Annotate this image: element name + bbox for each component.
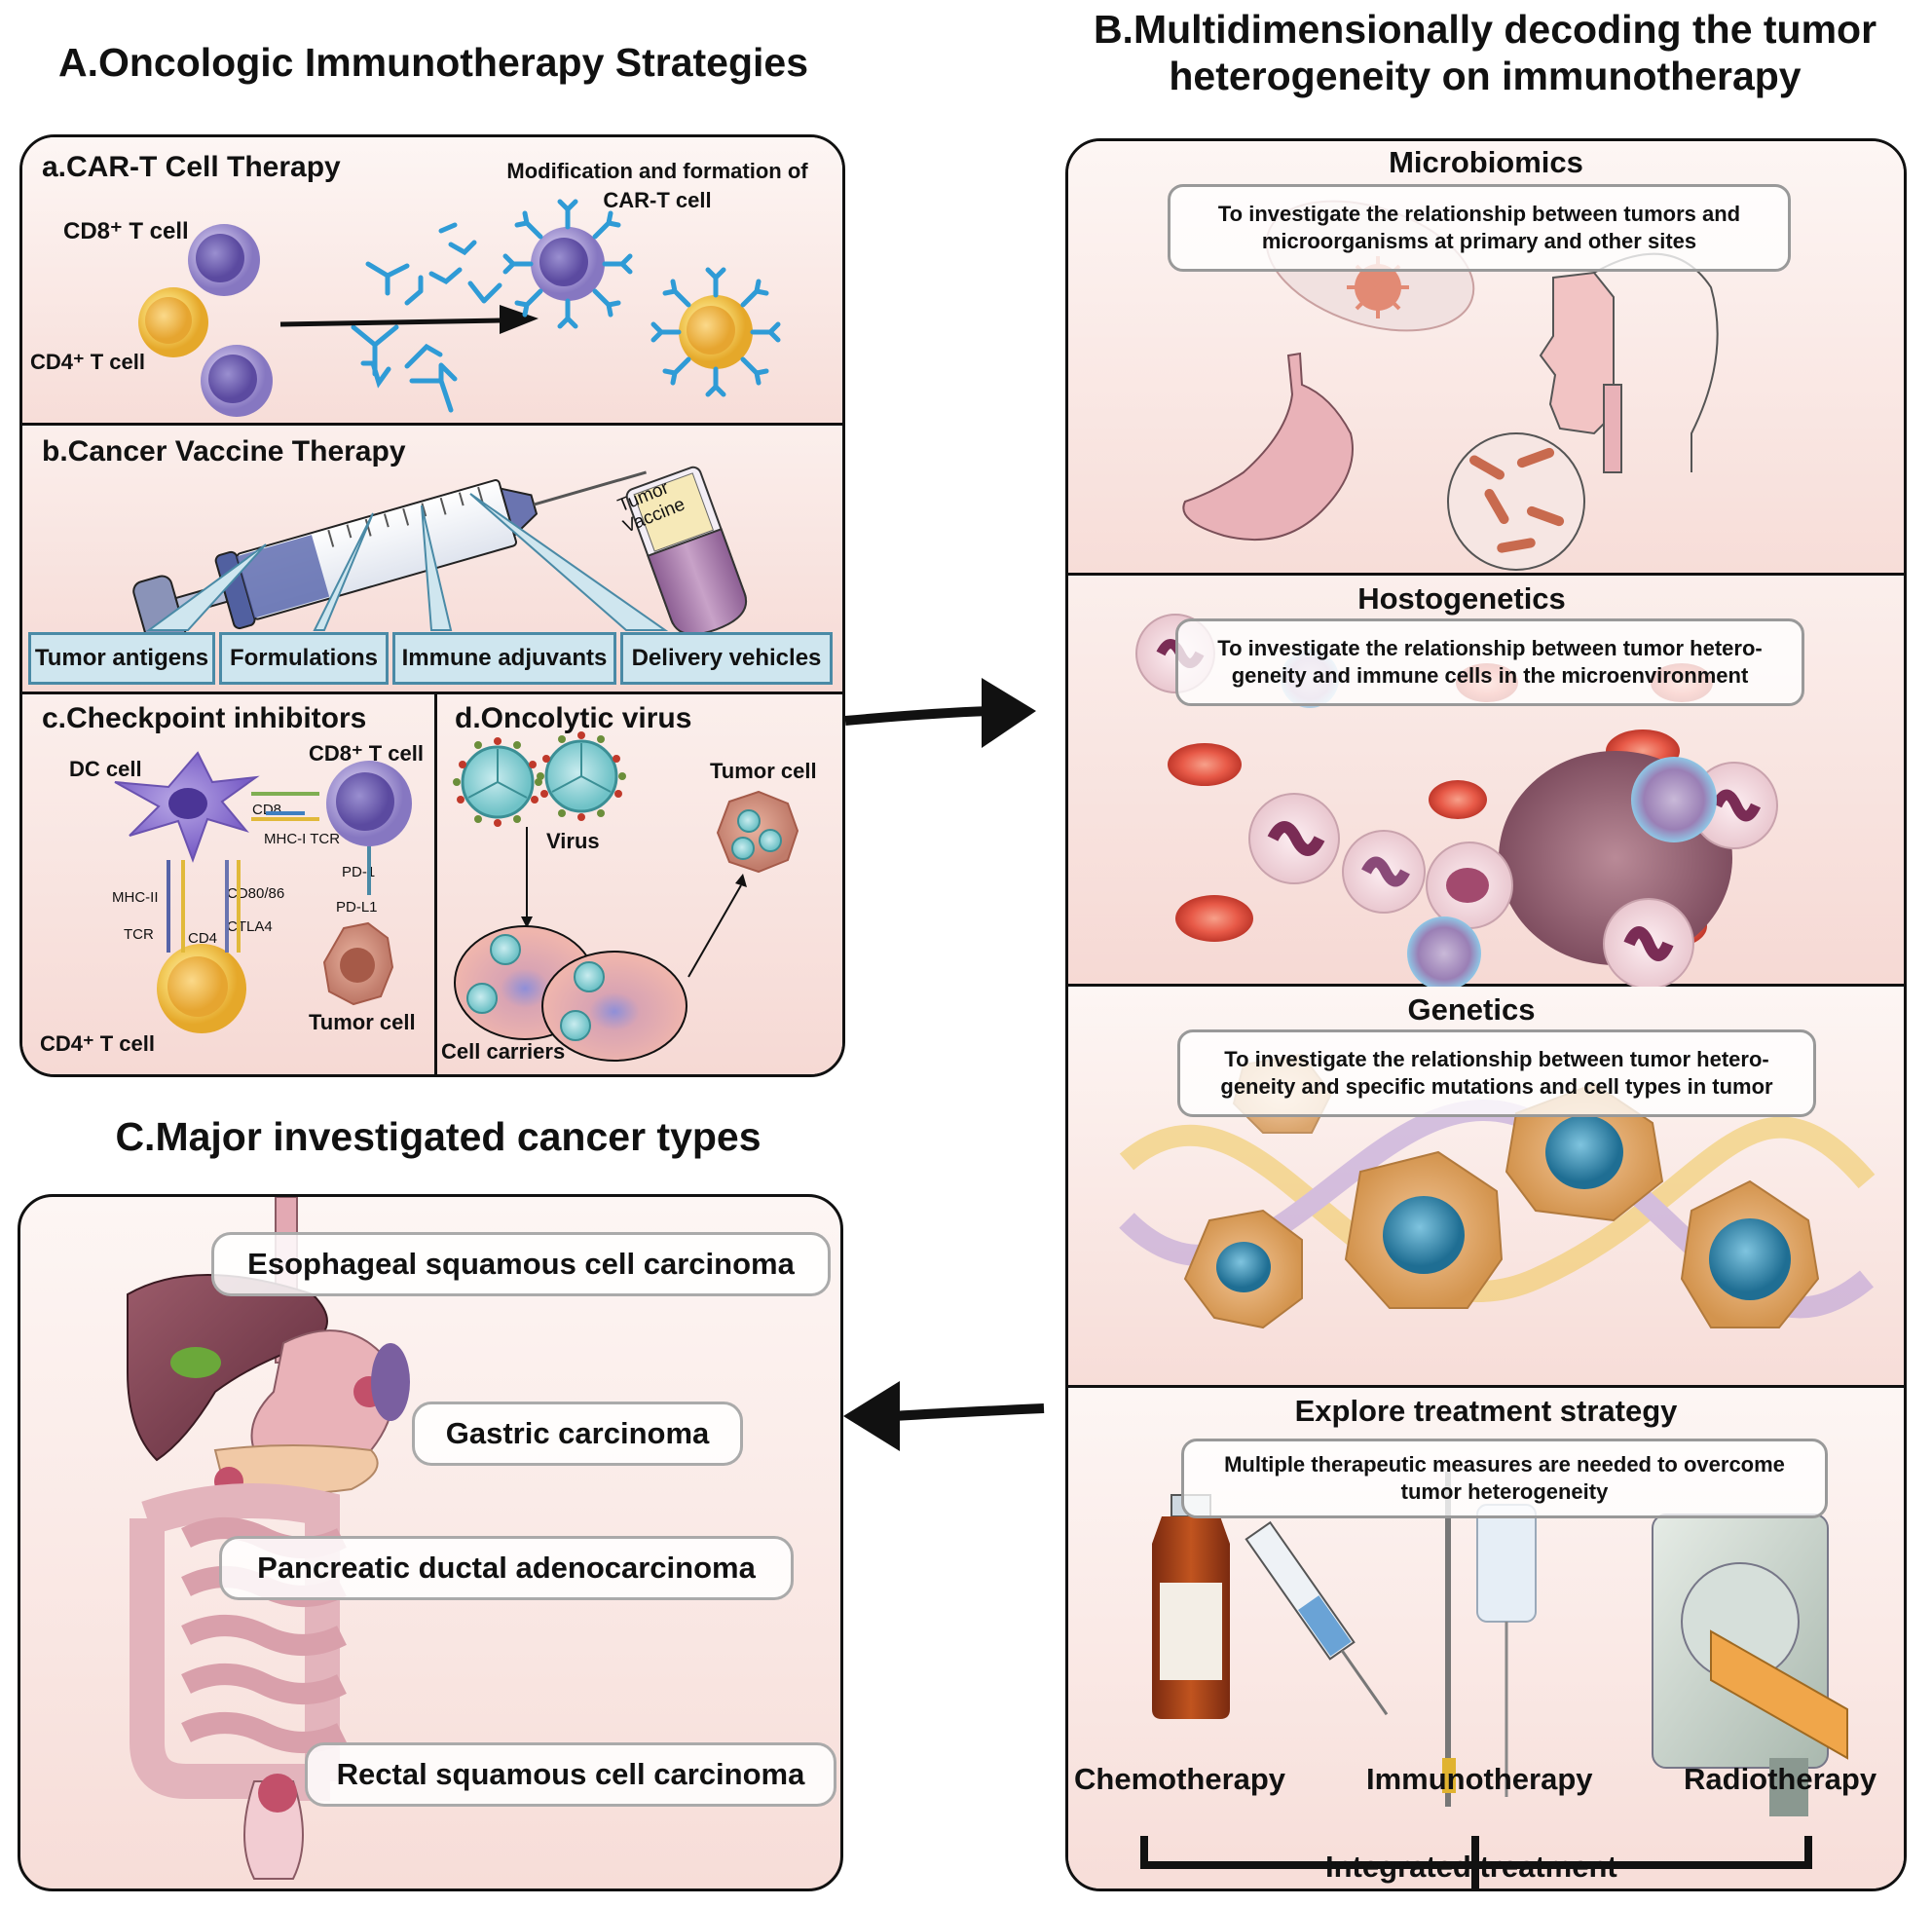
vaccine-title: b.Cancer Vaccine Therapy: [42, 435, 406, 467]
chemo-bottle: [1152, 1494, 1230, 1719]
dc-cell-label: DC cell: [69, 757, 142, 781]
bacteria-circle: [1447, 432, 1585, 571]
hostogenetics-section: Hostogenetics: [1068, 576, 1904, 991]
virus-particle-1: [453, 737, 542, 827]
syringe: [132, 470, 647, 650]
vaccine-vial: [625, 466, 747, 636]
checkpoint-illustration: [114, 751, 412, 1033]
iv-stand: [1442, 1472, 1537, 1807]
cd80-86-label: CD80/86: [227, 885, 285, 902]
mhc1-tcr-label: MHC-I TCR: [264, 831, 341, 847]
carrier-to-tumor-arrow: [687, 874, 747, 978]
stomach-organ: [250, 1329, 410, 1466]
large-intestine: [130, 1483, 340, 1801]
tumor-cells: [1183, 1053, 1820, 1329]
arrow-a-to-b: [844, 678, 1036, 748]
oncolytic-section: d.Oncolytic virus Virus Tumor cell Cell …: [437, 694, 842, 1074]
checkpoint-tumor-cell: [322, 921, 394, 1006]
dc-cell: [114, 751, 260, 863]
oncolytic-illustration: [453, 731, 799, 1062]
genetics-illustration: [1119, 1053, 1876, 1329]
pd1-label: PD-1: [342, 864, 376, 880]
hostogenetics-description: To investigate the relationship between …: [1175, 618, 1804, 706]
vaccine-component-formulations: Formulations: [219, 632, 389, 685]
genetics-description: To investigate the relationship between …: [1177, 1029, 1816, 1117]
microbiomics-section: Microbiomics: [1068, 141, 1904, 576]
oncolytic-title: d.Oncolytic virus: [455, 702, 692, 734]
tcr-label: TCR: [124, 926, 154, 943]
genetics-section: Genetics To investigate the: [1068, 987, 1904, 1388]
microbiomics-title: Microbiomics: [1389, 145, 1583, 179]
cd8-t-cell-2: [201, 345, 273, 417]
vaccine-component-immune-adjuvants: Immune adjuvants: [392, 632, 616, 685]
cd4-t-cell-label: CD4⁺ T cell: [30, 350, 145, 374]
cancer-rectal-label: Rectal squamous cell carcinoma: [305, 1742, 836, 1807]
stomach: [1182, 352, 1354, 542]
car-t-illustration: [138, 199, 781, 417]
checkpoint-cd4-cell: [157, 944, 246, 1033]
oncolytic-tumor-label: Tumor cell: [710, 759, 817, 783]
treatment-illustration: [1140, 1472, 1848, 1888]
panel-b-heading: B.Multidimensionally decoding the tumor …: [1093, 7, 1877, 98]
car-receptors: [351, 222, 502, 413]
checkpoint-tumor-label: Tumor cell: [309, 1010, 416, 1034]
pdl1-label: PD-L1: [336, 899, 378, 916]
panel-b: Microbiomics: [1065, 138, 1907, 1891]
vaccine-illustration: [132, 466, 747, 650]
vaccine-connector-lines: [145, 493, 669, 631]
car-t-title: a.CAR-T Cell Therapy: [42, 151, 341, 183]
panel-a-heading: A.Oncologic Immunotherapy Strategies: [57, 40, 809, 85]
integrated-treatment-label: Integrated treatment: [1325, 1850, 1617, 1884]
genetics-title: Genetics: [1407, 992, 1536, 1027]
vaccine-section: b.Cancer Vaccine Therapy: [22, 426, 842, 694]
radiotherapy-machine: [1652, 1514, 1848, 1816]
cell-carriers-label: Cell carriers: [441, 1039, 566, 1064]
hostogenetics-title: Hostogenetics: [1357, 581, 1566, 616]
mhc2-label: MHC-II: [112, 889, 159, 906]
cancer-esophageal-label: Esophageal squamous cell carcinoma: [211, 1232, 831, 1296]
cd8-t-cell: [188, 224, 260, 296]
vaccine-component-tumor-antigens: Tumor antigens: [28, 632, 215, 685]
virus-to-carrier-arrow: [521, 827, 533, 928]
checkpoint-title: c.Checkpoint inhibitors: [42, 702, 367, 734]
head-profile: [1539, 252, 1719, 473]
vaccine-component-delivery-vehicles: Delivery vehicles: [620, 632, 833, 685]
chemotherapy-label: Chemotherapy: [1074, 1762, 1286, 1796]
radiotherapy-label: Radiotherapy: [1684, 1762, 1877, 1796]
rectum: [243, 1774, 304, 1880]
oncolytic-tumor-cell: [716, 790, 799, 874]
neutrophils: [1135, 614, 1778, 990]
panel-a: a.CAR-T Cell Therapy CD8⁺ T cell CD4⁺ T …: [19, 134, 845, 1077]
treatment-title: Explore treatment strategy: [1294, 1394, 1678, 1428]
microbiomics-description: To investigate the relationship between …: [1168, 184, 1791, 272]
car-t-arrow: [279, 305, 539, 334]
checkpoint-section: c.Checkpoint inhibitors DC cell CD8⁺ T c…: [22, 694, 437, 1074]
car-t-section: a.CAR-T Cell Therapy CD8⁺ T cell CD4⁺ T …: [22, 137, 842, 426]
chemo-syringe: [1245, 1520, 1389, 1716]
cd4-t-cell: [138, 287, 208, 357]
cd4-molecule-label: CD4: [188, 930, 218, 947]
receptor-ligands: [167, 792, 371, 953]
immunotherapy-label: Immunotherapy: [1366, 1762, 1593, 1796]
car-t-cell-yellow: [650, 267, 781, 397]
carrier-cell-2: [541, 951, 687, 1062]
virus-particle-2: [537, 731, 626, 821]
checkpoint-cd8-cell: [326, 761, 412, 846]
liver: [127, 1274, 328, 1462]
panel-c-heading: C.Major investigated cancer types: [115, 1114, 762, 1159]
cancer-gastric-label: Gastric carcinoma: [412, 1402, 743, 1466]
panel-c: Esophageal squamous cell carcinoma Gastr…: [18, 1194, 843, 1891]
arrow-b-to-c: [843, 1381, 1045, 1451]
cd8-t-cell-label: CD8⁺ T cell: [63, 218, 189, 244]
treatment-section: Explore treatment strategy: [1068, 1388, 1904, 1888]
cancer-pancreatic-label: Pancreatic ductal adenocarcinoma: [219, 1536, 794, 1600]
treatment-description: Multiple therapeutic measures are needed…: [1181, 1439, 1828, 1518]
car-t-cell-purple: [502, 199, 633, 329]
integration-bracket: [1140, 1836, 1812, 1888]
virus-label: Virus: [546, 829, 600, 853]
checkpoint-cd4-label: CD4⁺ T cell: [40, 1031, 155, 1056]
car-t-modification-label: Modification and formation of CAR-T cell: [506, 159, 808, 212]
